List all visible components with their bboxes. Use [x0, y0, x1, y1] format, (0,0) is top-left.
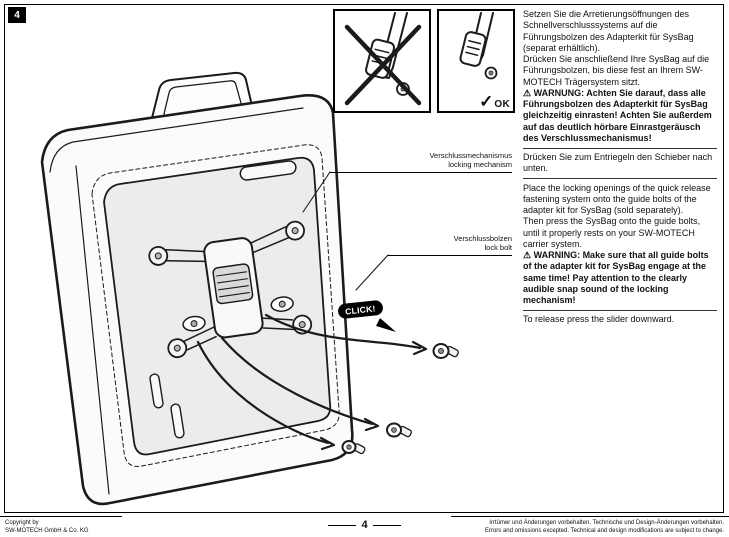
check-icon: ✓: [479, 92, 494, 111]
instruction-de-warning: ⚠ WARNUNG: Achten Sie darauf, dass alle …: [523, 87, 712, 143]
instruction-en-para1: Place the locking openings of the quick …: [523, 182, 711, 216]
label-lock-bolt-en: lock bolt: [484, 243, 512, 253]
page-number-rule-left: [328, 524, 357, 526]
slider-mechanism-ok-drawing: [459, 12, 498, 80]
instruction-de-para3: Drücken Sie zum Entriegeln den Schieber …: [523, 152, 713, 174]
ok-indicator: ✓OK: [479, 93, 510, 110]
divider: [523, 178, 717, 179]
instruction-text-column: Setzen Sie die Arretierungsöffnungen des…: [523, 9, 717, 326]
label-locking-mechanism-de: Verschlussmechanismus: [429, 151, 512, 160]
inset-wrong-detail: [333, 9, 431, 113]
wrong-cross-icon: [344, 24, 422, 106]
footer-disclaimer: Irrtümer und Änderungen vorbehalten. Tec…: [451, 516, 729, 535]
copyright-line2: SW-MOTECH GmbH & Co. KG: [5, 528, 89, 535]
step-number-badge: 4: [8, 7, 26, 23]
instruction-en-warning: ⚠ WARNING: Make sure that all guide bolt…: [523, 250, 709, 305]
instruction-de-para1: Setzen Sie die Arretierungsöffnungen des…: [523, 9, 694, 53]
inset-ok-detail: ✓OK: [437, 9, 515, 113]
instruction-en-para3: To release press the slider downward.: [523, 314, 675, 325]
page-number-rule-right: [372, 524, 401, 526]
disclaimer-de: Irrtümer und Änderungen vorbehalten. Tec…: [489, 520, 724, 526]
instruction-en-para2: Then press the SysBag onto the guide bol…: [523, 216, 701, 249]
label-lock-bolt: Verschlussbolzen lock bolt: [388, 234, 512, 256]
label-lock-bolt-de: Verschlussbolzen: [453, 234, 512, 243]
copyright-line1: Copyright by: [5, 520, 39, 526]
label-locking-mechanism: Verschlussmechanismus locking mechanism: [330, 151, 512, 173]
divider: [523, 147, 717, 149]
page-number: 4: [361, 519, 368, 531]
footer-copyright: Copyright by SW-MOTECH GmbH & Co. KG: [0, 516, 122, 535]
page-border: [4, 4, 724, 513]
slider-mechanism-crossed-drawing: [344, 12, 422, 106]
ok-label: OK: [494, 99, 510, 110]
footer-page-number: 4: [0, 519, 729, 531]
divider: [523, 309, 717, 311]
label-locking-mechanism-en: locking mechanism: [448, 160, 512, 170]
instruction-de-para2: Drücken Sie anschließend Ihre SysBag auf…: [523, 54, 710, 87]
disclaimer-en: Errors and omissions excepted. Technical…: [484, 528, 724, 535]
